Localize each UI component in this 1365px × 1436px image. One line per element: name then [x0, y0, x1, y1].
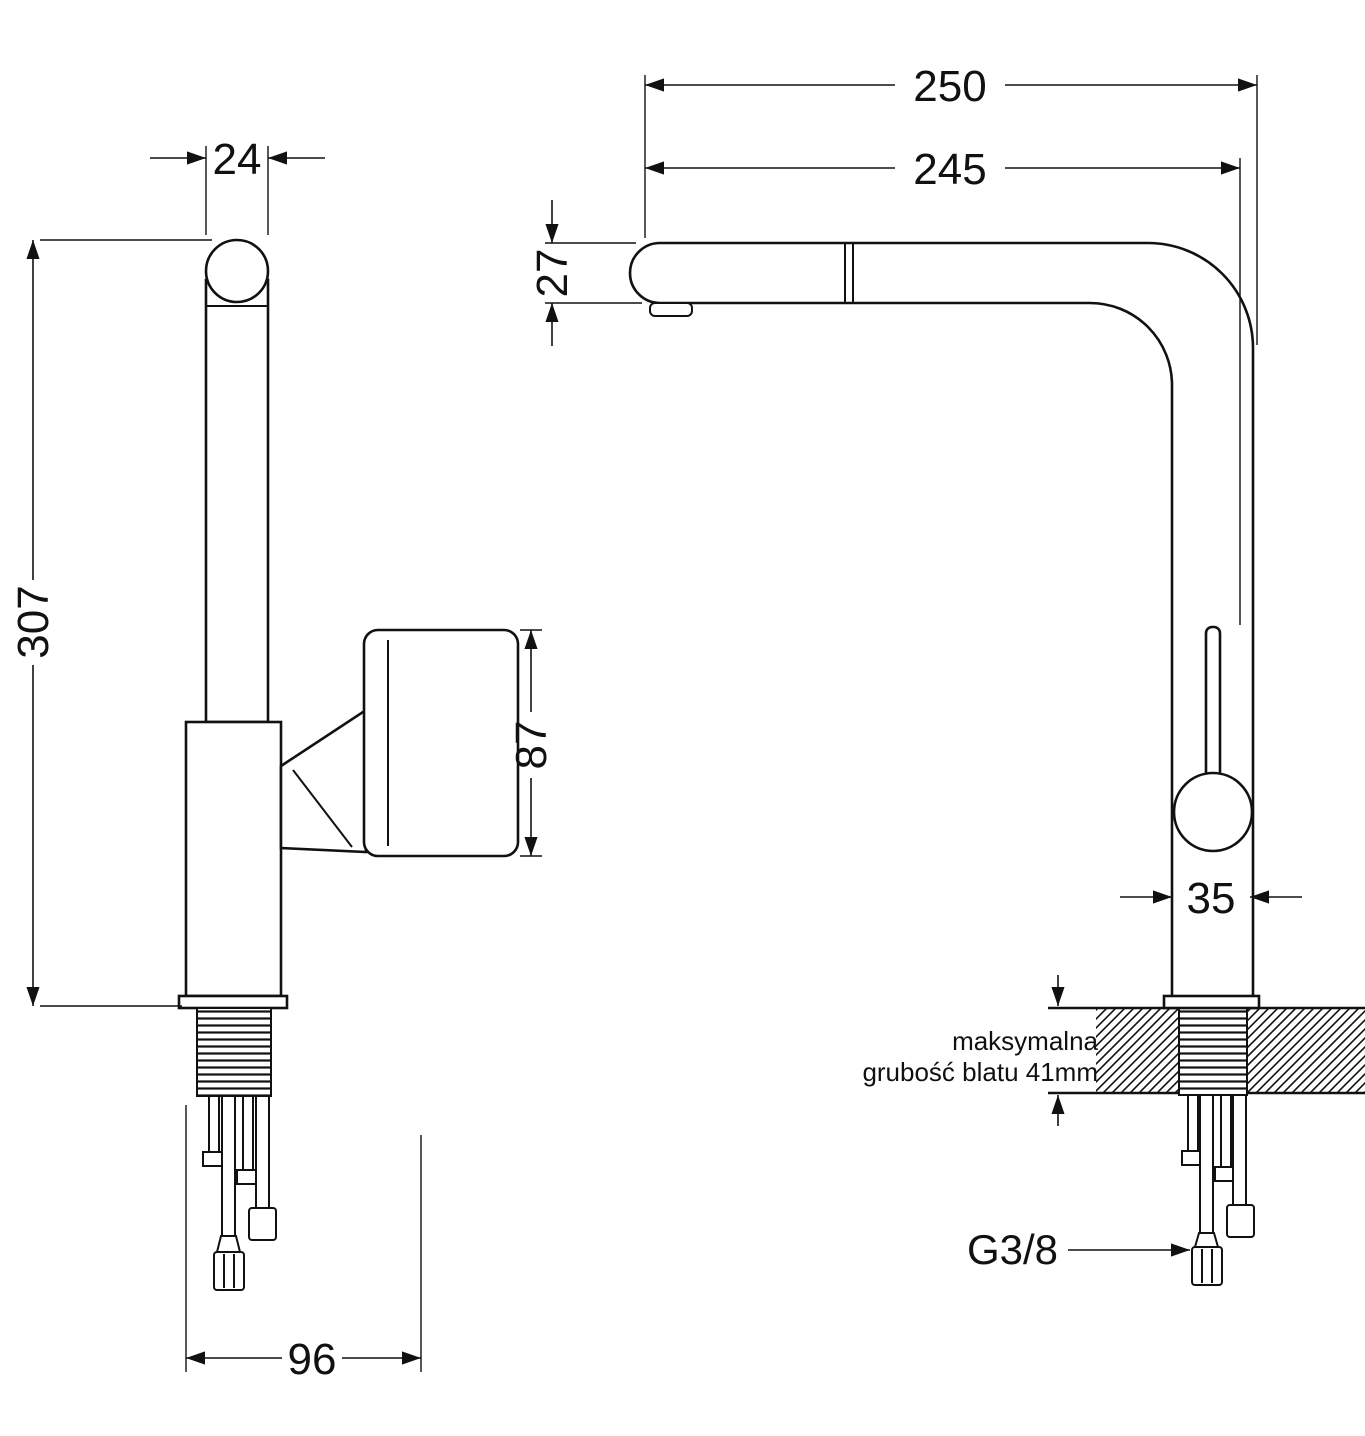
- counter-note-line1: maksymalna: [952, 1026, 1098, 1056]
- mounting-thread-side: [196, 1007, 272, 1097]
- spout-and-body: [628, 241, 1255, 999]
- dim-35-label: 35: [1187, 874, 1236, 923]
- dimensions: 24 307 87 96: [9, 62, 1302, 1384]
- dim-245-label: 245: [913, 145, 986, 194]
- dim-handle-length: 87: [507, 629, 556, 857]
- dim-spout-tube-width: 24: [150, 135, 325, 235]
- mounting-thread-front: [1178, 1007, 1248, 1096]
- dim-24-label: 24: [213, 135, 262, 184]
- aerator: [649, 302, 693, 317]
- dim-total-height: 307: [9, 239, 212, 1007]
- spout-end-circle: [204, 238, 270, 304]
- front-view: [628, 241, 1365, 1286]
- handle-connector-detail: [292, 769, 353, 848]
- base-flange-front: [1162, 994, 1261, 1010]
- thread-size-callout: G3/8: [967, 1226, 1190, 1273]
- counter-note-line2: grubość blatu 41mm: [862, 1057, 1098, 1087]
- dim-spout-reach: 245: [645, 145, 1241, 625]
- riser-pipe: [204, 278, 270, 724]
- base-flange-side: [177, 994, 289, 1010]
- dim-96-label: 96: [288, 1335, 337, 1384]
- handle-joint: [1172, 771, 1254, 853]
- dim-250-label: 250: [913, 62, 986, 111]
- dim-body-diameter: 35: [1120, 874, 1302, 923]
- dim-base-depth: 96: [185, 1105, 422, 1384]
- counter-thickness-note: maksymalna grubość blatu 41mm: [862, 975, 1099, 1126]
- dim-spout-head-height: 27: [528, 200, 642, 346]
- dim-87-label: 87: [507, 721, 556, 770]
- side-view: [177, 238, 520, 1291]
- dim-307-label: 307: [9, 585, 58, 658]
- handle-lever: [1204, 625, 1222, 799]
- dim-27-label: 27: [528, 249, 577, 298]
- g38-connection-nut: [1191, 1246, 1223, 1286]
- handle-connector: [279, 707, 368, 854]
- mounting-hardware-side: [202, 1095, 277, 1291]
- mounting-hardware-front: [1181, 1094, 1255, 1286]
- handle-block: [362, 628, 520, 858]
- dim-total-reach: 250: [644, 62, 1258, 345]
- thread-size-label: G3/8: [967, 1226, 1058, 1273]
- faucet-body-side: [184, 720, 283, 998]
